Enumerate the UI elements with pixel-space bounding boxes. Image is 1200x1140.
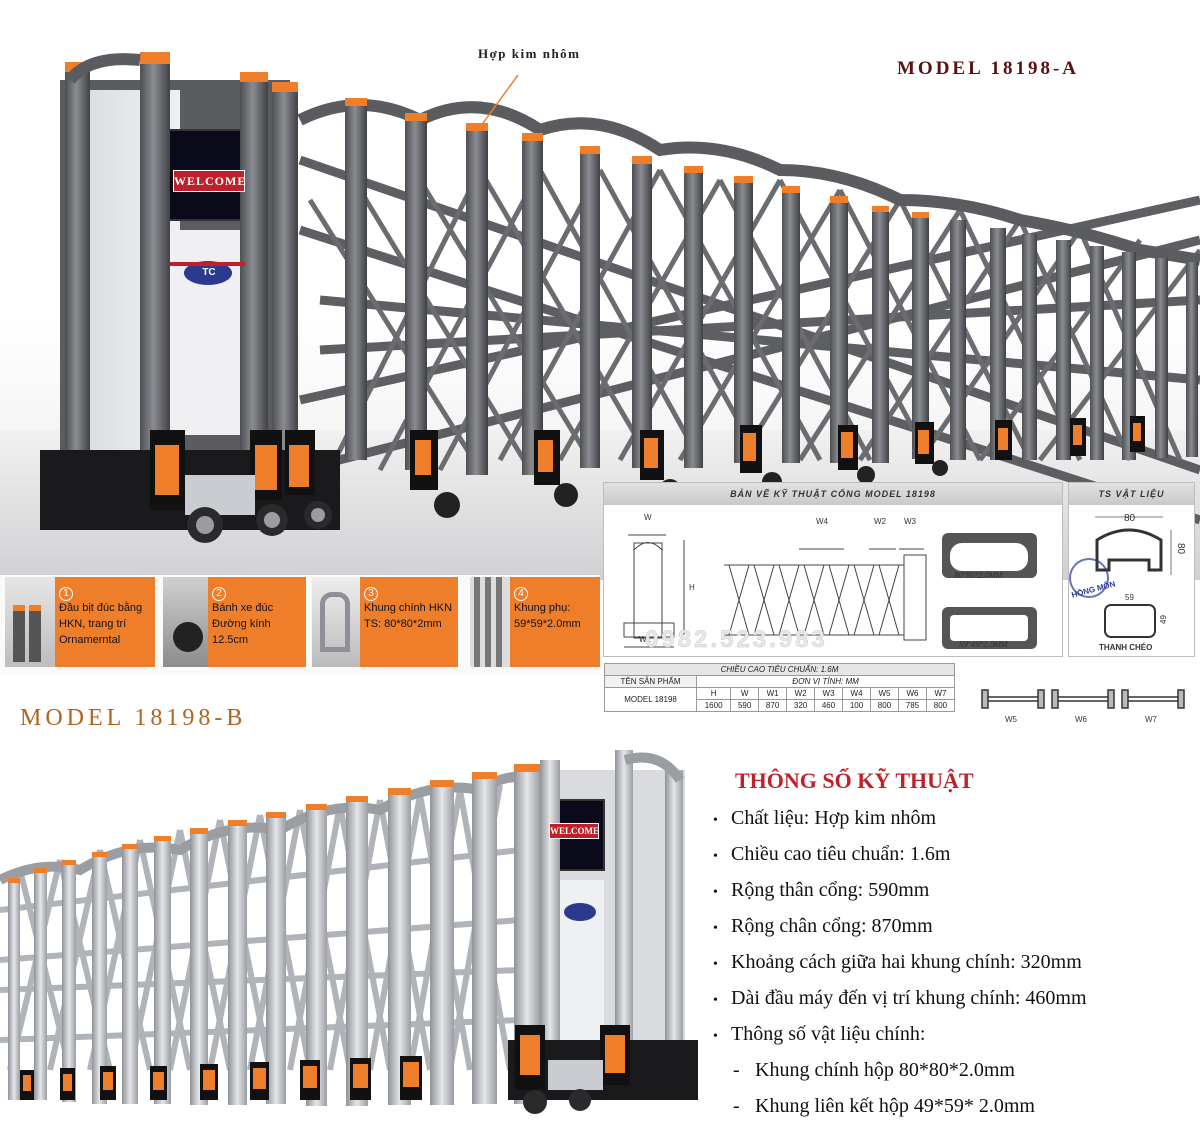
materials-title: TS VẬT LIỆU (1069, 483, 1194, 505)
spec-text: Chiều cao tiêu chuẩn: 1.6m (731, 843, 951, 865)
label-w4: W4 (816, 517, 828, 526)
feature-2-text: Bánh xe đúc Đường kính 12.5cm (212, 602, 274, 646)
col-w1: W1 (758, 687, 788, 700)
val-w1: 870 (758, 699, 788, 712)
spec-text: Dài đầu máy đến vị trí khung chính: 460m… (731, 987, 1087, 1009)
col-h: H (696, 687, 732, 700)
spec-sub-item: -Khung liên kết hộp 49*59* 2.0mm (733, 1095, 1035, 1117)
model-b-title: MODEL 18198-B (20, 705, 247, 731)
spec-sub-item: -Khung chính hộp 80*80*2.0mm (733, 1059, 1015, 1081)
val-w6: 785 (897, 699, 927, 712)
col-w2: W2 (786, 687, 816, 700)
feature-2-number: 2 (212, 587, 226, 601)
spec-item: •Chiều cao tiêu chuẩn: 1.6m (713, 843, 951, 865)
spec-item: •Rộng thân cổng: 590mm (713, 879, 930, 901)
feature-2-box: 2 Bánh xe đúc Đường kính 12.5cm (208, 577, 306, 667)
gate-a-image (40, 52, 1200, 543)
label-w3: W3 (904, 517, 916, 526)
dimension-table: CHIỀU CAO TIÊU CHUẨN: 1.6M TÊN SẢN PHẨM … (603, 663, 956, 712)
model-cell: MODEL 18198 (603, 687, 698, 712)
frame-thumbnail (470, 577, 510, 667)
feature-4: 4 Khung phụ: 59*59*2.0mm (470, 577, 600, 667)
spec-item: •Thông số vật liệu chính: (713, 1023, 926, 1045)
phone-watermark: 0982.523.983 (645, 626, 828, 654)
feature-2: 2 Bánh xe đúc Đường kính 12.5cm (163, 577, 306, 667)
label-w2: W2 (874, 517, 886, 526)
spec-sub-text: Khung chính hộp 80*80*2.0mm (755, 1059, 1015, 1081)
alloy-label: Hợp kim nhôm (478, 46, 581, 61)
product-header: TÊN SẢN PHẨM (603, 675, 698, 688)
materials-sketch (1095, 516, 1172, 638)
spec-item: •Rộng chân cổng: 870mm (713, 915, 933, 937)
wheel-thumbnail (163, 577, 208, 667)
label-w: W (644, 513, 652, 522)
col-w7: W7 (925, 687, 956, 700)
val-w3: 460 (814, 699, 844, 712)
val-w5: 800 (870, 699, 899, 712)
spec-item: •Dài đầu máy đến vị trí khung chính: 460… (713, 987, 1087, 1009)
brand-badge: TC (202, 267, 216, 278)
profile-thumbnail (312, 577, 360, 667)
drawing-sketch (623, 533, 1037, 649)
link-sketches (981, 689, 1185, 709)
profile-1-label: 80*80*2.0MM (954, 571, 1003, 580)
feature-3-text: Khung chính HKN TS: 80*80*2mm (364, 602, 453, 630)
val-w2: 320 (786, 699, 816, 712)
feature-1-box: 1 Đầu bịt đúc bằng HKN, trang trí Orname… (55, 577, 155, 667)
feature-1-number: 1 (59, 587, 73, 601)
materials-caption: THANH CHÉO (1099, 643, 1153, 652)
spec-text: Thông số vật liệu chính: (731, 1023, 926, 1045)
spec-text: Rộng chân cổng: 870mm (731, 915, 933, 937)
label-w1: W1 (639, 635, 651, 644)
label-h: H (689, 583, 695, 592)
welcome-sign-b: WELCOME (549, 823, 599, 839)
dim-59: 59 (1125, 593, 1134, 602)
spec-sub-text: Khung liên kết hộp 49*59* 2.0mm (755, 1095, 1035, 1117)
spec-item: •Khoảng cách giữa hai khung chính: 320mm (713, 951, 1082, 973)
unit-header: ĐƠN VỊ TÍNH: MM (696, 675, 955, 688)
feature-4-box: 4 Khung phụ: 59*59*2.0mm (510, 577, 600, 667)
hong-mon-logo (1069, 558, 1109, 598)
link-label-w7: W7 (1145, 715, 1157, 724)
specs-title: THÔNG SỐ KỸ THUẬT (735, 768, 974, 793)
dim-80-width: 80 (1124, 513, 1136, 524)
feature-3-box: 3 Khung chính HKN TS: 80*80*2mm (360, 577, 458, 667)
cap-thumbnail (5, 577, 55, 667)
dim-49: 49 (1158, 615, 1168, 624)
feature-3: 3 Khung chính HKN TS: 80*80*2mm (312, 577, 458, 667)
feature-4-number: 4 (514, 587, 528, 601)
specs-list: •Chất liệu: Hợp kim nhôm •Chiều cao tiêu… (713, 800, 1193, 1124)
profile-2-label: 59*49*2.0MM (959, 640, 1008, 649)
val-w7: 800 (925, 699, 956, 712)
feature-1-text: Đầu bịt đúc bằng HKN, trang trí Ornamern… (59, 602, 143, 646)
col-w3: W3 (814, 687, 844, 700)
feature-4-text: Khung phụ: 59*59*2.0mm (514, 602, 581, 630)
val-h: 1600 (696, 699, 732, 712)
col-w4: W4 (842, 687, 871, 700)
col-w: W (730, 687, 760, 700)
technical-drawing: BẢN VẼ KỸ THUẬT CỔNG MODEL 18198 W H W1 … (603, 482, 1063, 657)
spec-item: •Chất liệu: Hợp kim nhôm (713, 807, 937, 829)
val-w: 590 (730, 699, 760, 712)
spec-text: Khoảng cách giữa hai khung chính: 320mm (731, 951, 1082, 973)
spec-text: Chất liệu: Hợp kim nhôm (731, 807, 937, 829)
col-w5: W5 (870, 687, 899, 700)
feature-1: 1 Đầu bịt đúc bằng HKN, trang trí Orname… (5, 577, 155, 667)
gate-b-image (0, 750, 698, 1114)
spec-text: Rộng thân cổng: 590mm (731, 879, 930, 901)
val-w4: 100 (842, 699, 871, 712)
welcome-sign: WELCOME (173, 170, 245, 192)
link-label-w5: W5 (1005, 715, 1017, 724)
materials-panel: TS VẬT LIỆU 80 80 59 49 THANH CHÉO HỒNG … (1068, 482, 1195, 657)
model-a-title: MODEL 18198-A (897, 58, 1080, 79)
dim-80-height: 80 (1175, 542, 1187, 555)
standard-height: CHIỀU CAO TIÊU CHUẨN: 1.6M (604, 663, 955, 676)
feature-3-number: 3 (364, 587, 378, 601)
link-label-w6: W6 (1075, 715, 1087, 724)
drawing-title: BẢN VẼ KỸ THUẬT CỔNG MODEL 18198 (604, 483, 1062, 505)
col-w6: W6 (897, 687, 927, 700)
